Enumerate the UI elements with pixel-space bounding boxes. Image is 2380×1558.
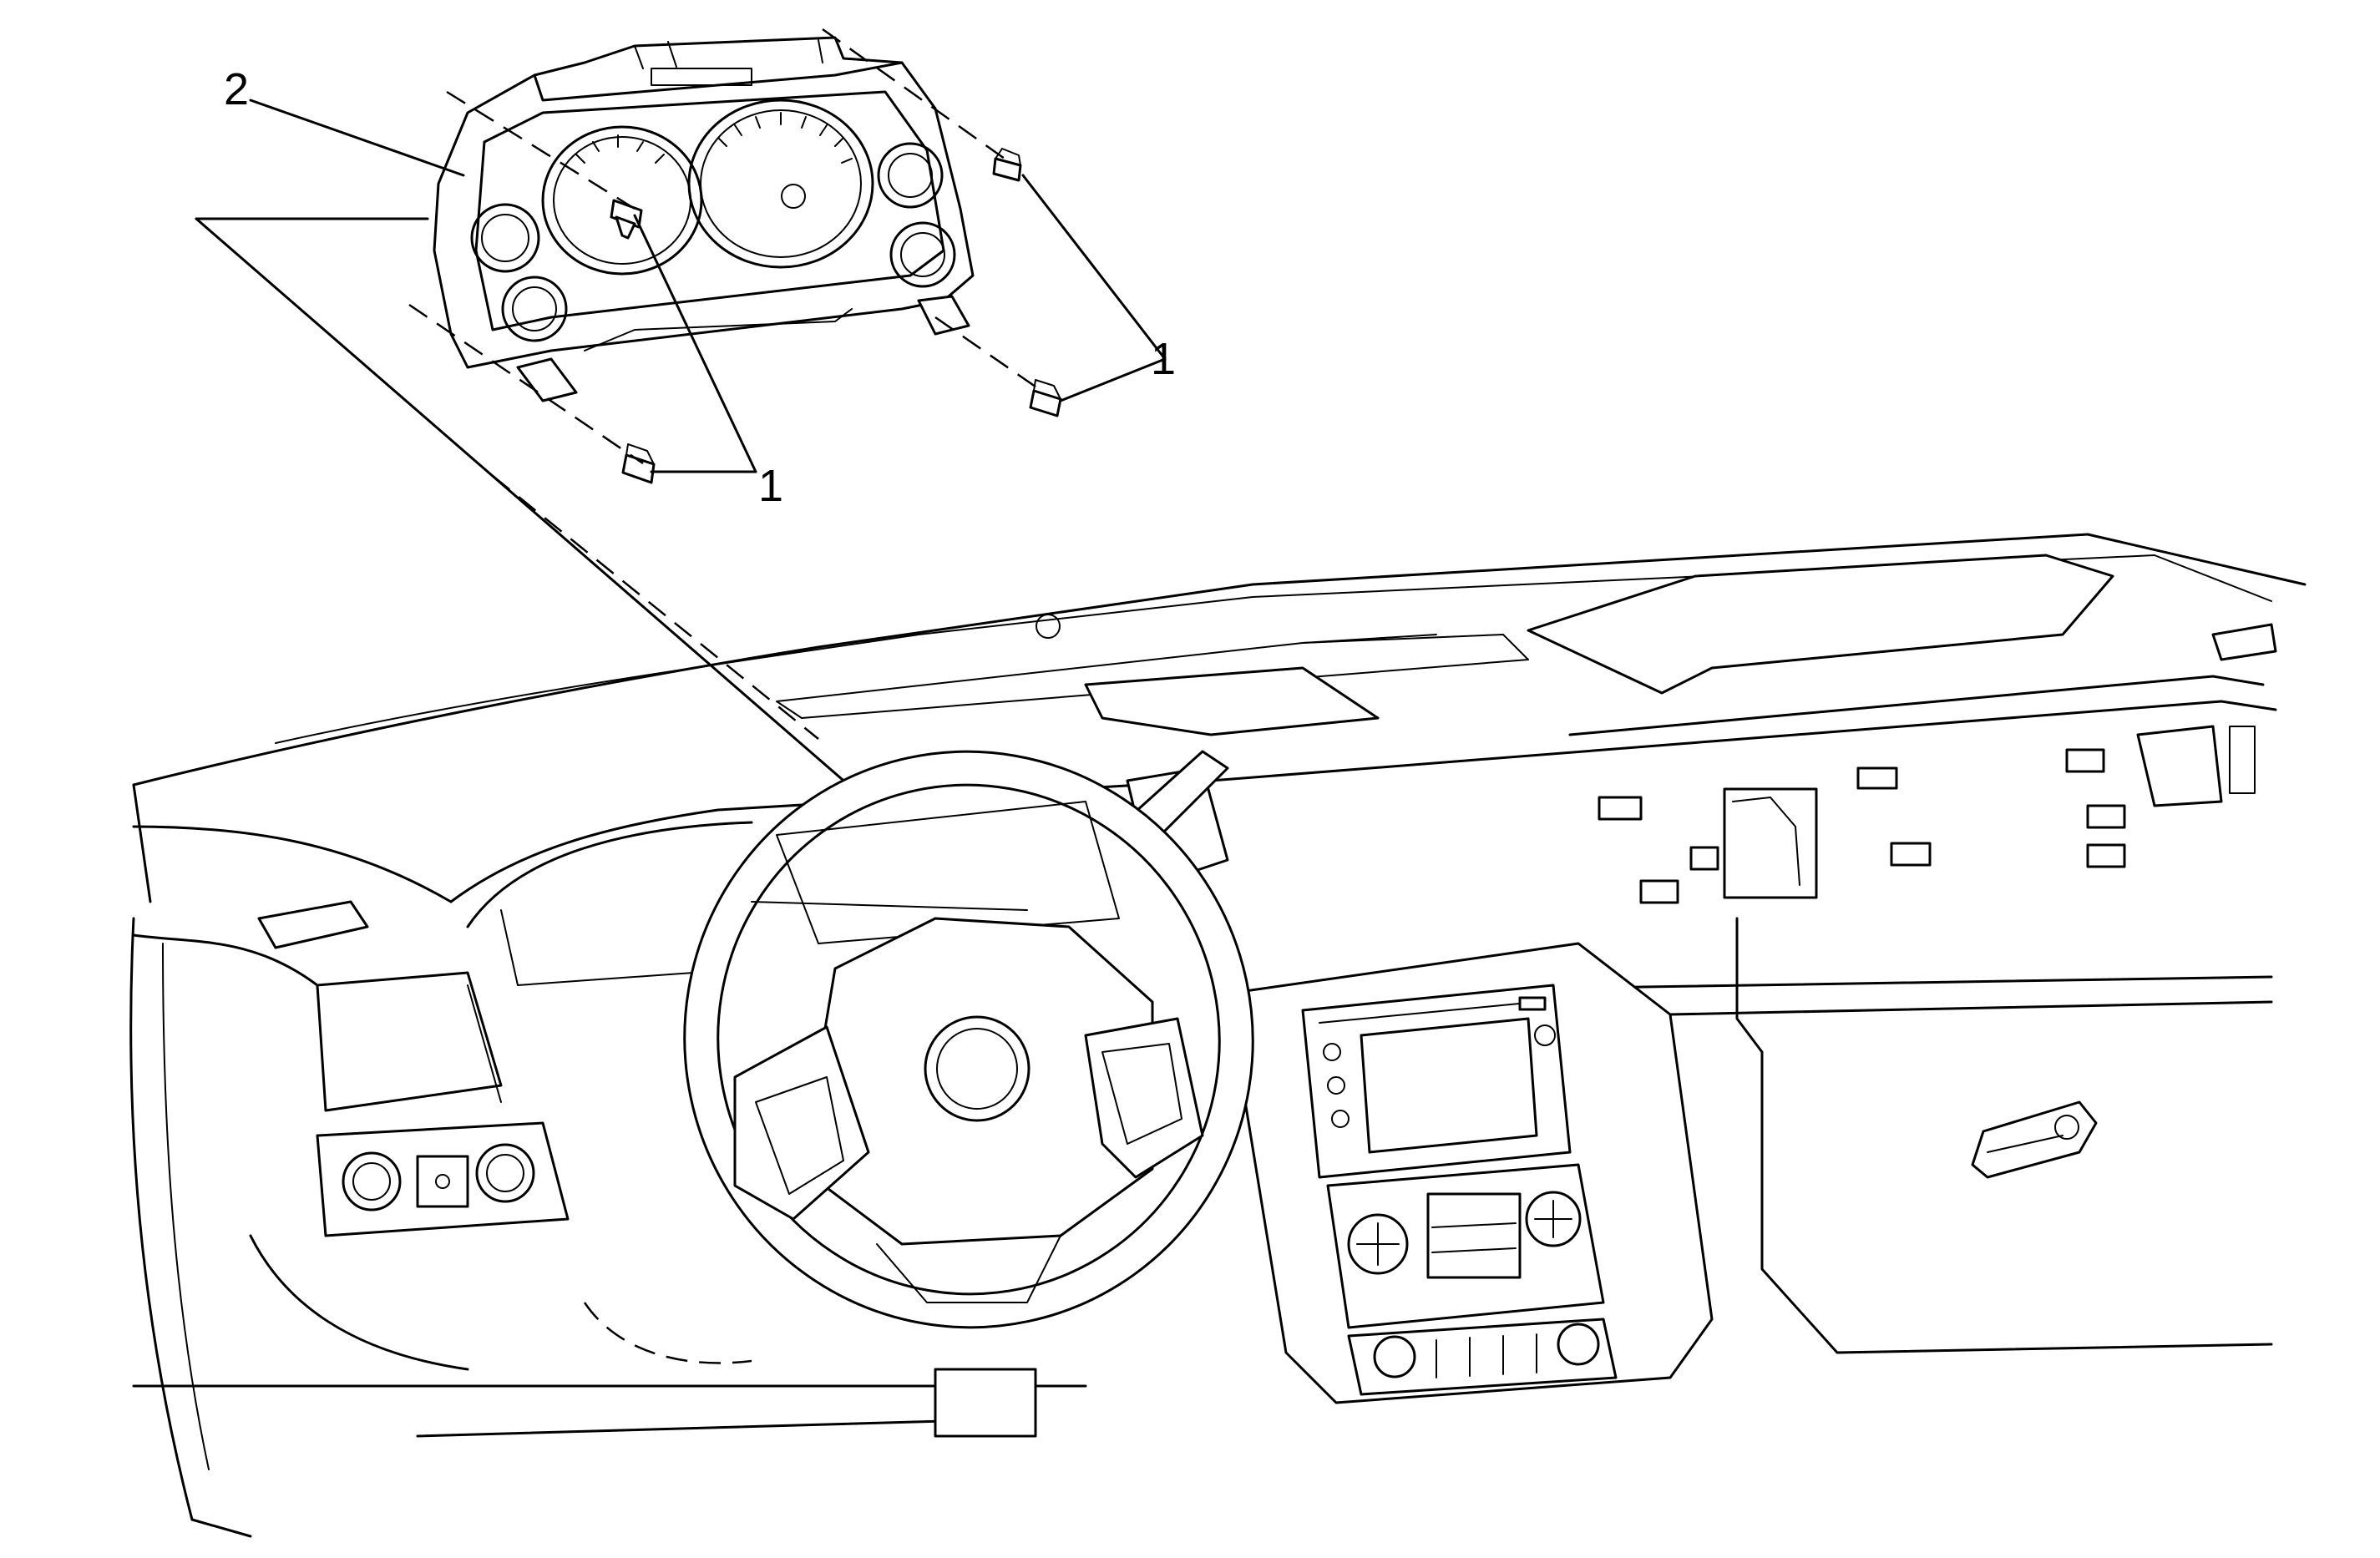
glove-box-handle <box>1971 1100 2098 1179</box>
screw-upper-right <box>992 148 1022 182</box>
callout-labels: 2 1 1 <box>224 64 1176 511</box>
leader-lines <box>195 99 1167 891</box>
steering-wheel <box>683 750 1254 1329</box>
screw-lower-left <box>621 443 656 484</box>
radio-unit <box>1301 984 1572 1179</box>
instrument-panel <box>129 533 2307 1538</box>
callout-2-label: 2 <box>224 64 249 114</box>
center-stack <box>1226 942 1714 1404</box>
climate-control-panel <box>1326 1163 1618 1396</box>
callout-1-label-right: 1 <box>1151 334 1176 384</box>
headlamp-switch-panel <box>316 1121 570 1237</box>
callout-1-label-lower: 1 <box>758 461 783 511</box>
right-dash-switches <box>1598 725 2256 904</box>
instrument-cluster <box>433 36 975 402</box>
alignment-lines <box>408 28 1045 740</box>
